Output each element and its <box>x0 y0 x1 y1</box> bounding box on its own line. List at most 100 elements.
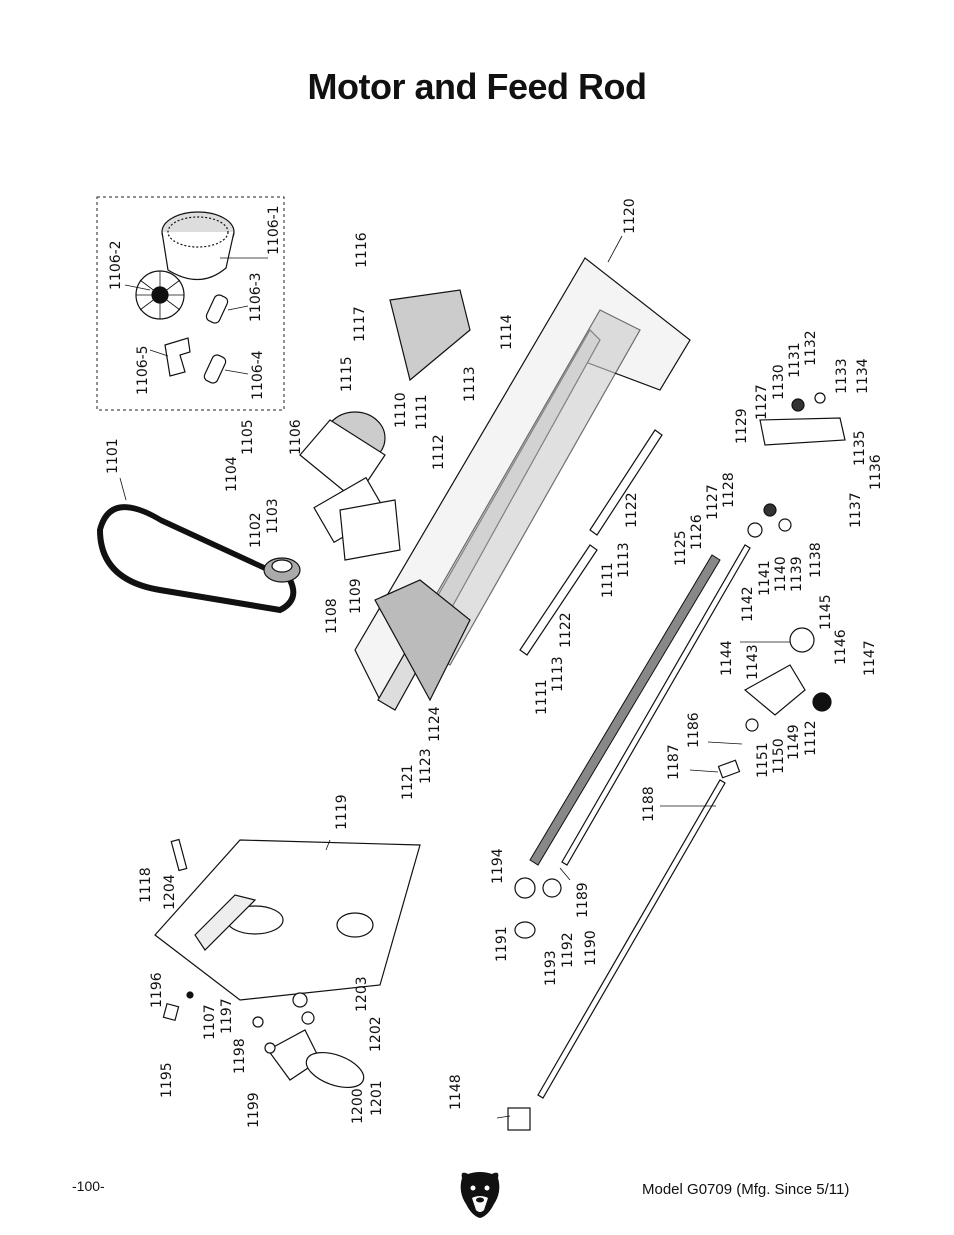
part-label: 1106-5 <box>135 345 151 395</box>
part-label: 1132 <box>803 330 819 366</box>
part-label: 1197 <box>219 998 235 1034</box>
part-label: 1112 <box>431 434 447 470</box>
part-label: 1110 <box>393 392 409 428</box>
feed-rod-part <box>561 544 751 866</box>
model-info: Model G0709 (Mfg. Since 5/11) <box>642 1181 850 1198</box>
part-label: 1137 <box>848 492 864 528</box>
part-label: 1113 <box>616 542 632 578</box>
part-label: 1127 <box>754 384 770 420</box>
part-label: 1106-4 <box>250 350 266 400</box>
part-label: 1116 <box>354 232 370 268</box>
motor-subparts-inset-box <box>96 196 285 411</box>
part-label: 1142 <box>740 586 756 622</box>
part-label: 1203 <box>354 976 370 1012</box>
control-rod-part <box>537 779 726 1099</box>
capacitor-bracket-part <box>164 337 191 377</box>
capacitor-part <box>203 294 229 384</box>
part-label: 1134 <box>855 358 871 394</box>
part-label: 1113 <box>462 366 478 402</box>
part-label: 1150 <box>771 738 787 774</box>
gearbox-cover-part <box>154 839 421 1001</box>
part-label: 1118 <box>138 867 154 903</box>
part-label: 1106-1 <box>266 205 282 255</box>
part-label: 1204 <box>162 874 178 910</box>
part-label: 1114 <box>499 314 515 350</box>
part-label: 1141 <box>757 560 773 596</box>
part-label: 1107 <box>202 1004 218 1040</box>
part-label: 1195 <box>159 1062 175 1098</box>
page-title: Motor and Feed Rod <box>307 66 647 107</box>
part-label: 1192 <box>560 932 576 968</box>
part-label: 1140 <box>773 556 789 592</box>
part-label: 1139 <box>789 556 805 592</box>
lathe-bed-part <box>354 257 691 711</box>
part-label: 1191 <box>494 926 510 962</box>
part-label: 1198 <box>232 1038 248 1074</box>
limit-switch-part <box>507 1107 531 1131</box>
part-label: 1143 <box>745 644 761 680</box>
part-label: 1115 <box>339 356 355 392</box>
part-label: 1135 <box>852 430 868 466</box>
part-label: 1126 <box>689 514 705 550</box>
page-number: -100- <box>72 1178 105 1194</box>
fan-cover-part <box>161 211 235 281</box>
part-label: 1106-3 <box>248 272 264 322</box>
gear-cover-part <box>267 1029 365 1089</box>
part-label: 1102 <box>248 512 264 548</box>
part-label: 1109 <box>348 578 364 614</box>
part-label: 1119 <box>334 794 350 830</box>
part-label: 1106 <box>288 419 304 455</box>
part-label: 1200 <box>350 1088 366 1124</box>
part-label: 1146 <box>833 629 849 665</box>
part-label: 1120 <box>622 198 638 234</box>
part-label: 1111 <box>534 679 550 715</box>
part-label: 1111 <box>414 394 430 430</box>
part-label: 1101 <box>105 438 121 474</box>
pin-part <box>170 838 188 872</box>
part-label: 1106-2 <box>108 240 124 290</box>
part-label: 1125 <box>673 530 689 566</box>
part-label: 1144 <box>719 640 735 676</box>
part-label: 1190 <box>583 930 599 966</box>
part-label: 1136 <box>868 454 884 490</box>
part-label: 1148 <box>448 1074 464 1110</box>
part-label: 1151 <box>755 742 771 778</box>
part-label: 1113 <box>550 656 566 692</box>
part-label: 1112 <box>803 720 819 756</box>
part-label: 1103 <box>265 498 281 534</box>
part-label: 1124 <box>427 706 443 742</box>
part-label: 1122 <box>624 492 640 528</box>
leader-lines <box>119 235 790 1119</box>
part-label: 1128 <box>721 472 737 508</box>
apron-bracket-part <box>717 627 832 779</box>
half-nut-parts <box>514 877 562 939</box>
motor-plate-part <box>339 499 401 561</box>
part-number-labels: 1106-2 1106-1 1106-3 1106-5 1106-4 1116 … <box>105 198 884 1128</box>
part-label: 1133 <box>834 358 850 394</box>
part-label: 1188 <box>641 786 657 822</box>
part-label: 1108 <box>324 598 340 634</box>
part-label: 1131 <box>787 342 803 378</box>
part-label: 1111 <box>600 562 616 598</box>
part-label: 1122 <box>558 612 574 648</box>
part-label: 1189 <box>575 882 591 918</box>
part-label: 1193 <box>543 950 559 986</box>
part-label: 1147 <box>862 640 878 676</box>
part-label: 1194 <box>490 848 506 884</box>
lead-screw-part <box>529 554 721 866</box>
part-label: 1104 <box>224 456 240 492</box>
part-label: 1196 <box>149 972 165 1008</box>
part-label: 1202 <box>368 1016 384 1052</box>
part-label: 1121 <box>400 764 416 800</box>
end-bracket-part <box>747 392 846 538</box>
part-label: 1145 <box>818 594 834 630</box>
part-label: 1187 <box>666 744 682 780</box>
drive-belt-part <box>96 504 297 614</box>
fan-part <box>135 270 185 320</box>
motor-pulley-part <box>263 557 301 583</box>
part-label: 1186 <box>686 712 702 748</box>
part-label: 1129 <box>734 408 750 444</box>
part-label: 1123 <box>418 748 434 784</box>
part-label: 1149 <box>786 724 802 760</box>
bear-head-icon <box>460 1172 500 1218</box>
